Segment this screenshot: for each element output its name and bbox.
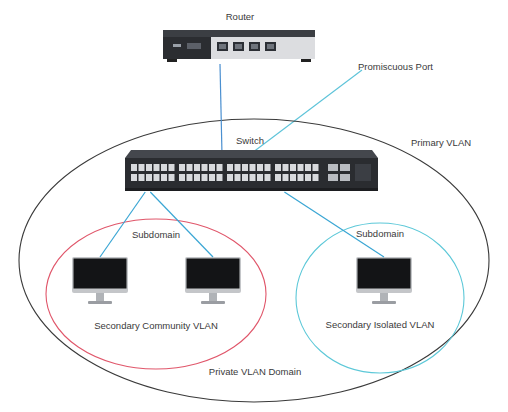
vlan-boundary: SwitchSubdomainSecondary Community VLANS… bbox=[18, 118, 490, 403]
node-heading: Subdomain bbox=[96, 229, 216, 241]
node-heading: Subdomain bbox=[330, 228, 430, 240]
computer-monitor bbox=[185, 257, 241, 305]
computer-monitor bbox=[356, 257, 412, 305]
network-link bbox=[220, 64, 222, 150]
computer-monitor-outline bbox=[72, 257, 128, 305]
node-caption: Secondary Isolated VLAN bbox=[305, 319, 455, 331]
network-link bbox=[150, 192, 213, 257]
node-heading: Router bbox=[210, 11, 270, 23]
node-caption: Secondary Community VLAN bbox=[66, 320, 246, 332]
node-caption: Private VLAN Domain bbox=[155, 366, 355, 378]
network-link bbox=[100, 192, 145, 257]
vlan-boundary: SubdomainSecondary Isolated VLAN bbox=[295, 222, 465, 374]
router-device: Router bbox=[163, 30, 315, 64]
router-device-outline bbox=[163, 30, 315, 64]
computer-monitor-outline bbox=[185, 257, 241, 305]
vlan-boundary-outline bbox=[45, 218, 267, 370]
computer-monitor bbox=[72, 257, 128, 305]
computer-monitor-outline bbox=[356, 257, 412, 305]
node-heading: Switch bbox=[220, 135, 280, 147]
switch-device: Switch bbox=[125, 150, 378, 192]
vlan-boundary: SubdomainSecondary Community VLAN bbox=[45, 218, 267, 370]
port-label: Promiscuous Port bbox=[358, 61, 433, 73]
node-heading: Primary VLAN bbox=[396, 137, 486, 149]
switch-device-outline bbox=[125, 150, 378, 192]
network-link bbox=[284, 192, 384, 257]
